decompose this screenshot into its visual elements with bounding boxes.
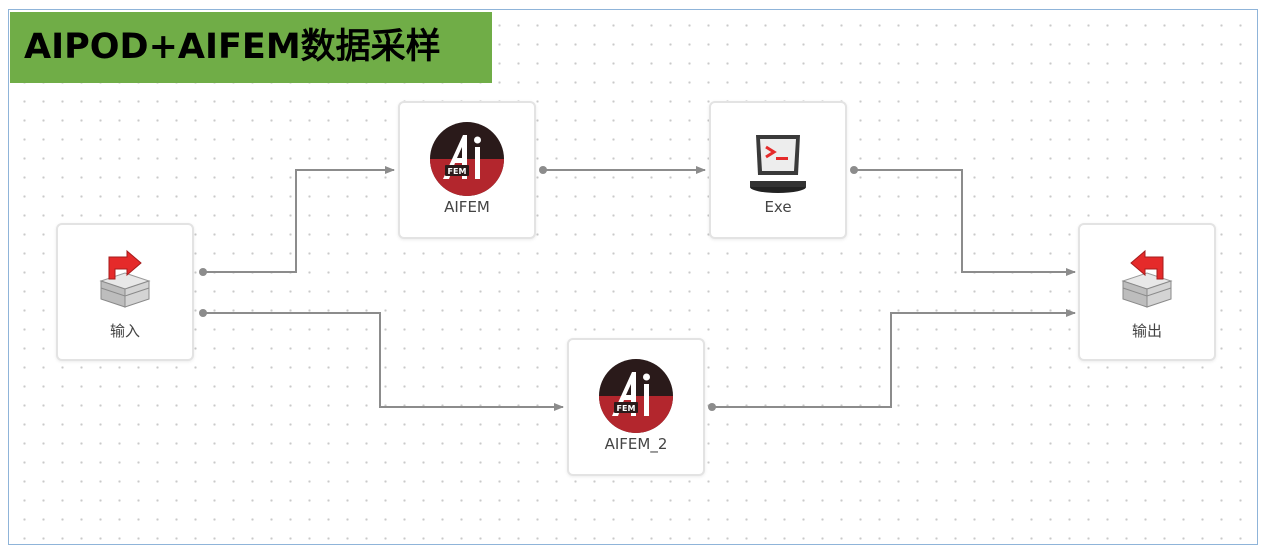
inbox-out-icon — [1121, 249, 1173, 308]
node-exe[interactable]: Exe — [709, 101, 847, 239]
svg-text:FEM: FEM — [448, 167, 467, 176]
aifem-logo-icon: FEM — [430, 122, 504, 196]
node-input[interactable]: 输入 — [56, 223, 194, 361]
node-aifem2-label: AIFEM_2 — [604, 435, 668, 453]
edge-input-to-aifem[interactable] — [203, 166, 395, 273]
port-input-out-1[interactable] — [199, 268, 207, 276]
svg-text:FEM: FEM — [617, 404, 636, 413]
node-input-label: 输入 — [109, 322, 140, 340]
port-aifem2-out[interactable] — [708, 403, 716, 411]
node-aifem2[interactable]: FEM AIFEM_2 — [567, 338, 705, 476]
page-title: AIPOD+AIFEM数据采样 — [10, 12, 492, 83]
aifem-logo-icon: FEM — [599, 359, 673, 433]
node-output[interactable]: 输出 — [1078, 223, 1216, 361]
inbox-in-icon — [99, 249, 151, 308]
edge-exe-to-output[interactable] — [854, 169, 1076, 276]
node-aifem-label: AIFEM — [444, 198, 490, 216]
port-exe-out[interactable] — [850, 166, 858, 174]
node-aifem[interactable]: FEM AIFEM — [398, 101, 536, 239]
terminal-monitor-icon — [750, 135, 806, 193]
edge-input-to-aifem2[interactable] — [203, 312, 564, 411]
edge-aifem2-to-output[interactable] — [712, 309, 1076, 408]
node-output-label: 输出 — [1131, 322, 1162, 340]
node-exe-label: Exe — [764, 198, 792, 216]
port-aifem-out[interactable] — [539, 166, 547, 174]
canvas-frame — [8, 9, 1258, 545]
port-input-out-2[interactable] — [199, 309, 207, 317]
